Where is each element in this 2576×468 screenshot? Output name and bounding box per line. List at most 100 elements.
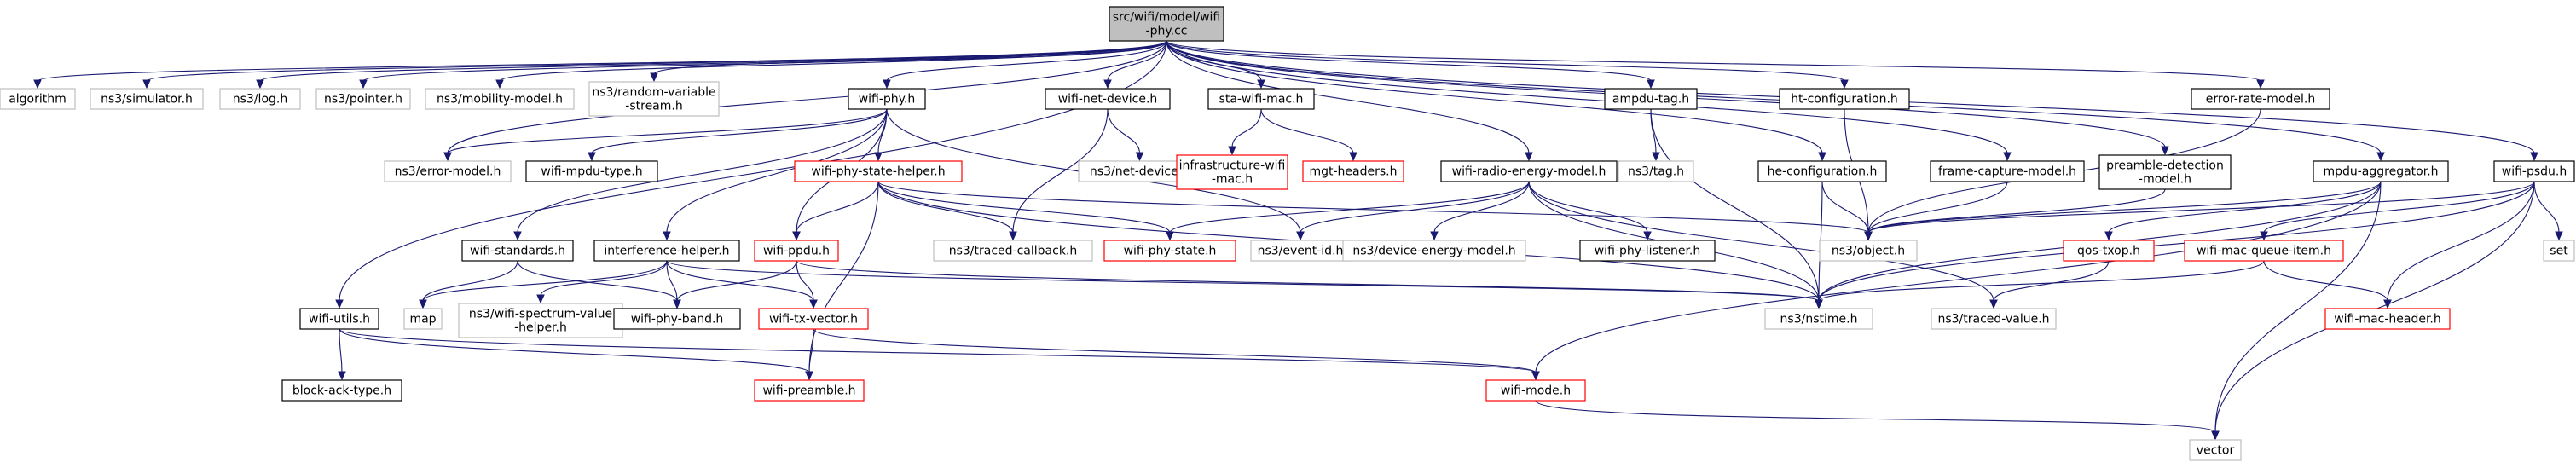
edge-wifistandards-to-map <box>419 260 518 309</box>
node-label: wifi-mpdu-type.h <box>541 165 642 178</box>
node-label: qos-txop.h <box>2077 244 2140 257</box>
arrowhead-icon <box>256 79 264 90</box>
node-box <box>1779 88 1910 110</box>
edge-line <box>886 40 1167 82</box>
node-htconf[interactable]: ht-configuration.h <box>1779 88 1910 110</box>
arrowhead-icon <box>2003 152 2012 162</box>
edge-line <box>666 108 888 234</box>
node-label: error-rate-model.h <box>2206 92 2315 106</box>
edge-line <box>422 260 518 302</box>
edge-root-to-heconf <box>1166 40 1826 162</box>
node-phyband[interactable]: wifi-phy-band.h <box>613 308 741 330</box>
edge-root-to-framecapture <box>1166 40 2012 162</box>
arrowhead-icon <box>1166 231 1174 241</box>
edge-statehelper-to-object <box>877 181 1873 241</box>
node-box <box>588 81 720 117</box>
node-label: wifi-net-device.h <box>1058 92 1158 106</box>
node-mpduagg[interactable]: mpdu-aggregator.h <box>2313 160 2449 182</box>
node-box <box>1579 240 1716 262</box>
edge-root-to-randomvar <box>650 40 1167 83</box>
arrowhead-icon <box>588 152 596 162</box>
node-box <box>758 308 869 330</box>
node-preamble[interactable]: preamble-detection-model.h <box>2098 154 2232 190</box>
node-mpdutype[interactable]: wifi-mpdu-type.h <box>525 160 658 182</box>
arrowhead-icon <box>1525 152 1533 162</box>
node-wifipreamble[interactable]: wifi-preamble.h <box>754 379 865 402</box>
arrowhead-icon <box>419 299 427 309</box>
edge-ampdutag-to-nstime <box>1650 108 1823 309</box>
node-tracedcb: ns3/traced-callback.h <box>933 240 1093 262</box>
node-wifiphyh[interactable]: wifi-phy.h <box>848 88 926 110</box>
node-label: wifi-psdu.h <box>2502 165 2567 178</box>
edge-line <box>666 260 814 302</box>
node-box <box>461 240 574 262</box>
edge-stamac-to-infra <box>1228 108 1262 156</box>
node-wifippdu[interactable]: wifi-ppdu.h <box>754 240 839 262</box>
node-txvector[interactable]: wifi-tx-vector.h <box>758 308 869 330</box>
node-box <box>219 88 301 110</box>
node-wifimode[interactable]: wifi-mode.h <box>1485 379 1586 402</box>
edge-line <box>1867 181 2008 234</box>
node-macheader[interactable]: wifi-mac-header.h <box>2324 308 2451 330</box>
node-blockack[interactable]: block-ack-type.h <box>281 379 402 402</box>
node-mgt[interactable]: mgt-headers.h <box>1302 160 1404 182</box>
node-wifistandards[interactable]: wifi-standards.h <box>461 240 574 262</box>
arrowhead-icon <box>1652 152 1660 162</box>
arrowhead-icon <box>1531 371 1540 381</box>
edge-root-to-mpduagg <box>1166 40 2385 162</box>
node-framecapture[interactable]: frame-capture-model.h <box>1930 160 2085 182</box>
node-infra[interactable]: infrastructure-wifi-mac.h <box>1176 154 1288 190</box>
node-errormodel: ns3/error-model.h <box>384 160 512 182</box>
node-label: interference-helper.h <box>604 244 729 257</box>
node-tracedvalue: ns3/traced-value.h <box>1931 308 2057 330</box>
node-radioenergy[interactable]: wifi-radio-energy-model.h <box>1440 160 1618 182</box>
node-label: wifi-radio-energy-model.h <box>1452 165 1606 178</box>
node-label: vector <box>2197 443 2235 457</box>
edge-interference-to-spectrum <box>536 260 668 304</box>
edge-root-to-htconf <box>1166 40 1849 90</box>
node-box <box>1176 154 1288 190</box>
node-label: frame-capture-model.h <box>1938 165 2076 178</box>
edge-mpduagg-to-object <box>1864 181 2382 241</box>
node-box <box>1931 308 2057 330</box>
node-label: ns3/wifi-spectrum-value <box>469 307 612 321</box>
node-label: set <box>2550 244 2568 257</box>
node-box <box>1250 240 1351 262</box>
node-wifipsdu[interactable]: wifi-psdu.h <box>2493 160 2575 182</box>
edge-wifipsdu-to-set <box>2533 181 2563 241</box>
edge-line <box>37 40 1167 82</box>
node-phylistener[interactable]: wifi-phy-listener.h <box>1579 240 1716 262</box>
node-qostxop[interactable]: qos-txop.h <box>2063 240 2155 262</box>
node-phystate[interactable]: wifi-phy-state.h <box>1103 240 1236 262</box>
edge-line <box>1818 181 2535 302</box>
node-box <box>1930 160 2085 182</box>
node-label: src/wifi/model/wifi <box>1113 10 1221 24</box>
edge-wifipsdu-to-macqueue <box>2260 181 2535 241</box>
node-interference[interactable]: interference-helper.h <box>593 240 740 262</box>
node-stamac[interactable]: sta-wifi-mac.h <box>1207 88 1315 110</box>
edge-root-to-log <box>256 40 1167 90</box>
node-box <box>2191 88 2330 110</box>
node-macqueue[interactable]: wifi-mac-queue-item.h <box>2184 240 2344 262</box>
arrowhead-icon <box>1103 79 1112 90</box>
edge-line <box>808 328 814 373</box>
edge-wifipsdu-to-object <box>1864 181 2535 241</box>
edge-line <box>877 181 1171 234</box>
node-wifiutils[interactable]: wifi-utils.h <box>299 308 379 330</box>
node-errratemodel[interactable]: error-rate-model.h <box>2191 88 2330 110</box>
node-netdevice[interactable]: wifi-net-device.h <box>1045 88 1171 110</box>
node-label: wifi-preamble.h <box>762 384 855 397</box>
node-label: -stream.h <box>625 99 682 113</box>
edge-radioenergy-to-phystate <box>1166 181 1530 241</box>
node-tag: ns3/tag.h <box>1618 160 1694 182</box>
node-root[interactable]: src/wifi/model/wifi-phy.cc <box>1109 6 1224 42</box>
node-statehelper[interactable]: wifi-phy-state-helper.h <box>794 160 963 182</box>
node-ampdutag[interactable]: ampdu-tag.h <box>1604 88 1698 110</box>
node-mobility: ns3/mobility-model.h <box>425 88 575 110</box>
edge-root-to-mobility <box>495 40 1167 90</box>
node-box <box>933 240 1093 262</box>
arrowhead-icon <box>33 79 42 90</box>
node-heconf[interactable]: he-configuration.h <box>1757 160 1887 182</box>
arrowhead-icon <box>874 152 883 162</box>
